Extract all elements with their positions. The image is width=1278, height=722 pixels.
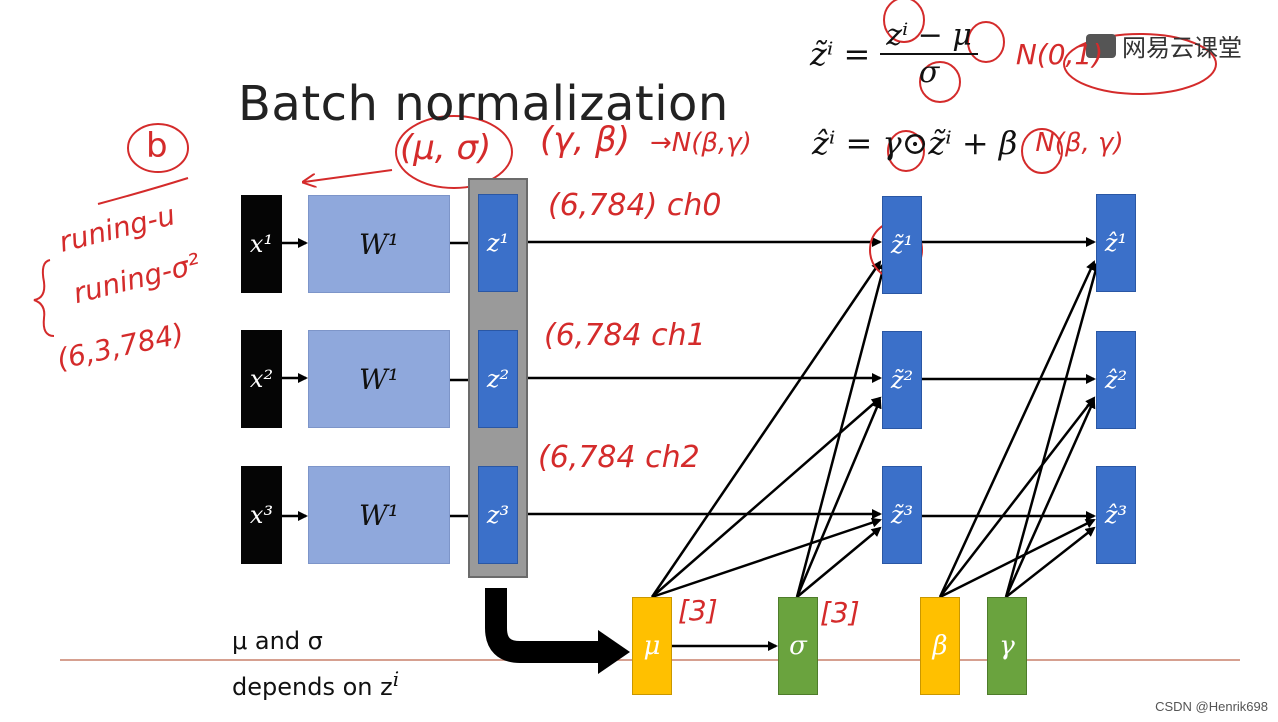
- weight-w1-row1: W¹: [308, 195, 450, 293]
- note-sup: i: [392, 667, 400, 691]
- node-ztilde2: z̃²: [882, 331, 922, 429]
- hand-brace: [33, 259, 55, 337]
- hand-underline-b: [97, 177, 189, 205]
- hand-circle-beta: [1021, 128, 1063, 174]
- arrow-gamma-zh1: [1004, 260, 1101, 598]
- hand-circle-gamma: [887, 130, 925, 172]
- node-zhat1: ẑ¹: [1096, 194, 1136, 292]
- formula-normalize: z̃ⁱ = zⁱ − μ σ N(0,1): [810, 18, 1103, 90]
- arrow-gamma-zh3: [1005, 526, 1096, 598]
- hand-mu-dim: [3]: [678, 594, 718, 627]
- chat-bubble-icon: [1086, 33, 1116, 58]
- hand-circle-n01: [1063, 33, 1217, 95]
- thick-arrow-head: [598, 630, 630, 674]
- hand-circle-sigma: [919, 61, 961, 103]
- hand-circle-mu: [967, 21, 1005, 63]
- hand-sigma-dim: [3]: [820, 596, 860, 629]
- dependency-note: μ and σ depends on zi: [232, 622, 399, 706]
- formula2-distribution: N(β, γ): [1035, 128, 1124, 158]
- arrow-beta-zh2: [939, 396, 1096, 598]
- weight-w1-row2: W¹: [308, 330, 450, 428]
- formula1-fraction: zⁱ − μ σ: [880, 18, 978, 90]
- arrow-mu-zt1: [650, 260, 882, 598]
- arrow-beta-zh1: [938, 260, 1096, 598]
- node-ztilde1: z̃¹: [882, 196, 922, 294]
- logo-text: 网易云课堂: [1122, 35, 1242, 62]
- note-line2: depends on z: [232, 673, 393, 701]
- weight-w1-row3: W¹: [308, 466, 450, 564]
- arrow-sigma-zt2: [795, 398, 882, 598]
- arrow-sigma-zt1: [795, 260, 888, 598]
- hand-arrow-left: [304, 169, 393, 182]
- node-beta: β: [920, 597, 960, 695]
- arrow-gamma-zh2: [1004, 398, 1096, 598]
- arrow-mu-zt3: [651, 517, 882, 599]
- formula-scale-shift: ẑⁱ = γ⊙z̃ⁱ + β N(β, γ): [812, 124, 1124, 162]
- formula2-text: ẑⁱ = γ⊙z̃ⁱ + β: [812, 124, 1018, 162]
- input-x3: x³: [241, 466, 282, 564]
- thick-arrow-body: [485, 588, 600, 663]
- hand-gamma-beta: (γ, β): [540, 120, 630, 160]
- hand-to-n: →N(β,γ): [650, 128, 752, 158]
- watermark: CSDN @Henrik698: [1155, 699, 1268, 714]
- node-zhat2: ẑ²: [1096, 331, 1136, 429]
- logo: 网易云课堂: [1086, 28, 1242, 63]
- hand-mu-sigma: (μ, σ): [400, 128, 492, 168]
- node-sigma: σ: [778, 597, 818, 695]
- node-ztilde3: z̃³: [882, 466, 922, 564]
- hand-circle-z: [883, 0, 925, 43]
- hand-label-b: b: [146, 126, 168, 166]
- arrow-mu-zt2: [651, 396, 882, 598]
- input-x2: x²: [241, 330, 282, 428]
- slide-title: Batch normalization: [238, 76, 729, 132]
- note-line1: μ and σ: [232, 627, 323, 655]
- input-x1: x¹: [241, 195, 282, 293]
- formula1-numerator: zⁱ − μ: [880, 18, 978, 55]
- hand-circle-b: [127, 123, 189, 173]
- arrow-sigma-zt3: [796, 526, 882, 598]
- node-zhat3: ẑ³: [1096, 466, 1136, 564]
- hand-ch2: (6,784 ch2: [538, 440, 700, 475]
- node-z3: z³: [478, 466, 518, 564]
- node-z2: z²: [478, 330, 518, 428]
- hand-circle-mu-sigma: [395, 115, 513, 189]
- node-z1: z¹: [478, 194, 518, 292]
- formula1-denominator: σ: [918, 55, 940, 90]
- node-gamma: γ: [987, 597, 1027, 695]
- formula1-lhs: z̃ⁱ =: [810, 35, 871, 73]
- hand-ch0: (6,784) ch0: [548, 188, 722, 223]
- hand-ch1: (6,784 ch1: [544, 318, 706, 353]
- note-line2-wrap: depends on zi: [232, 660, 399, 706]
- formula1-distribution: N(0,1): [1015, 37, 1104, 71]
- node-mu: μ: [632, 597, 672, 695]
